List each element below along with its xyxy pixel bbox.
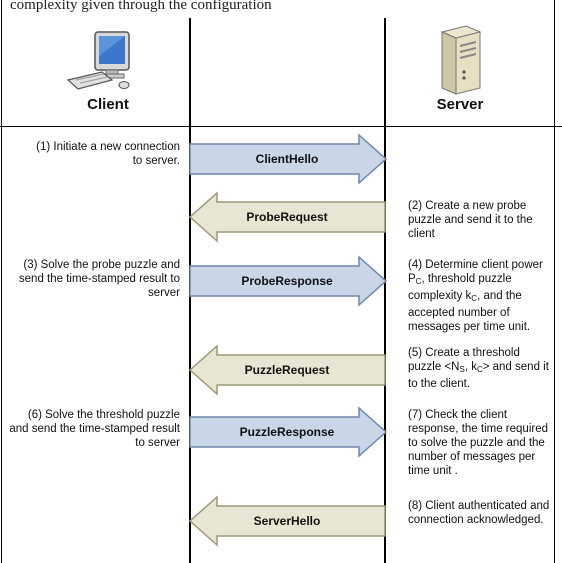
desktop-computer-icon bbox=[66, 31, 130, 90]
message-arrow-proberesponse bbox=[189, 255, 388, 307]
message-label: ClientHello bbox=[255, 152, 319, 166]
server-step-7: (7) Check the client response, the time … bbox=[408, 409, 548, 477]
left-border bbox=[1, 0, 2, 563]
message-arrow-serverhello bbox=[188, 495, 386, 547]
message-arrow-clienthello bbox=[189, 133, 388, 185]
message-arrow-puzzleresponse bbox=[189, 406, 388, 458]
server-step-2: (2) Create a new probe puzzle and send i… bbox=[408, 200, 533, 240]
header-separator bbox=[0, 126, 562, 127]
message-arrow-proberequest bbox=[188, 191, 386, 243]
message-arrow-puzzlerequest bbox=[188, 344, 386, 396]
server-step-4: (4) Determine client power PC, threshold… bbox=[408, 259, 543, 333]
top-cut-text: complexity given through the configurati… bbox=[10, 0, 272, 13]
message-label: PuzzleRequest bbox=[244, 363, 330, 377]
server-label: Server bbox=[436, 96, 484, 113]
client-step-6: (6) Solve the threshold puzzle and send … bbox=[9, 409, 180, 449]
message-label: PuzzleResponse bbox=[239, 425, 335, 439]
client-step-3: (3) Solve the probe puzzle and send the … bbox=[18, 259, 180, 299]
server-step-8: (8) Client authenticated and connection … bbox=[408, 500, 550, 526]
message-label: ProbeResponse bbox=[241, 274, 333, 288]
right-border bbox=[554, 0, 555, 563]
client-label: Client bbox=[87, 96, 129, 113]
client-step-1: (1) Initiate a new connection to server. bbox=[36, 141, 180, 167]
server-lifeline bbox=[384, 18, 386, 563]
server-tower-icon bbox=[440, 25, 482, 95]
server-step-5: (5) Create a threshold puzzle <NS, kC> a… bbox=[408, 347, 549, 390]
message-label: ProbeRequest bbox=[246, 210, 328, 224]
message-label: ServerHello bbox=[253, 514, 321, 528]
